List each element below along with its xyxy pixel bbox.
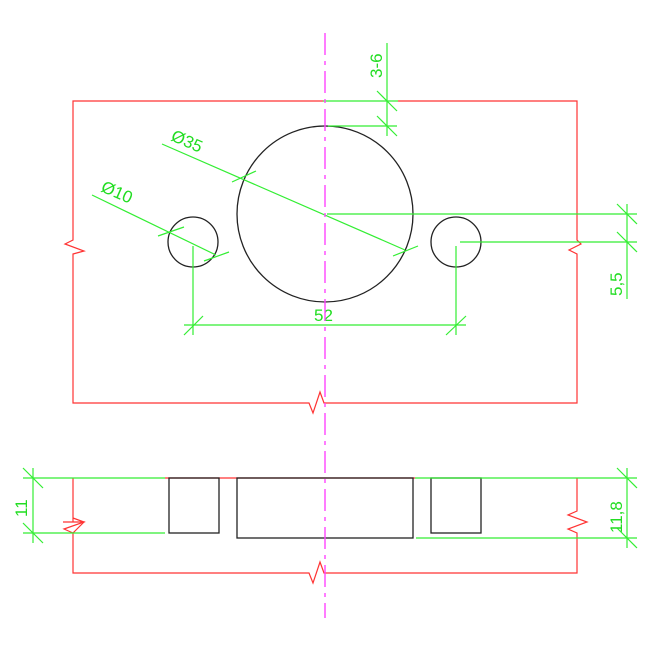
dimension-small-diameter: Ø10 [91,177,230,262]
dimension-side-offset: 5,5 [327,203,638,299]
pocket-left [168,477,220,534]
section-view-outline [63,478,589,585]
label-hole-spacing: 52 [314,306,333,325]
label-top-offset: 3-6 [367,53,386,78]
dimension-right-height: 11,8 [415,467,638,549]
dimension-hole-spacing: 52 [183,246,467,336]
label-large-diameter: Ø35 [168,126,205,156]
pocket-right [430,477,482,534]
label-left-height: 11 [12,499,31,517]
dimension-top-offset: 3-6 [323,43,398,137]
section-view: 11 11,8 [12,467,638,585]
top-view-outline [63,100,583,415]
label-small-diameter: Ø10 [98,177,135,207]
label-right-height: 11,8 [607,501,626,533]
top-view: Ø35 Ø10 52 3-6 [63,43,638,415]
label-side-offset: 5,5 [607,272,626,296]
dimension-left-height: 11 [12,467,165,544]
